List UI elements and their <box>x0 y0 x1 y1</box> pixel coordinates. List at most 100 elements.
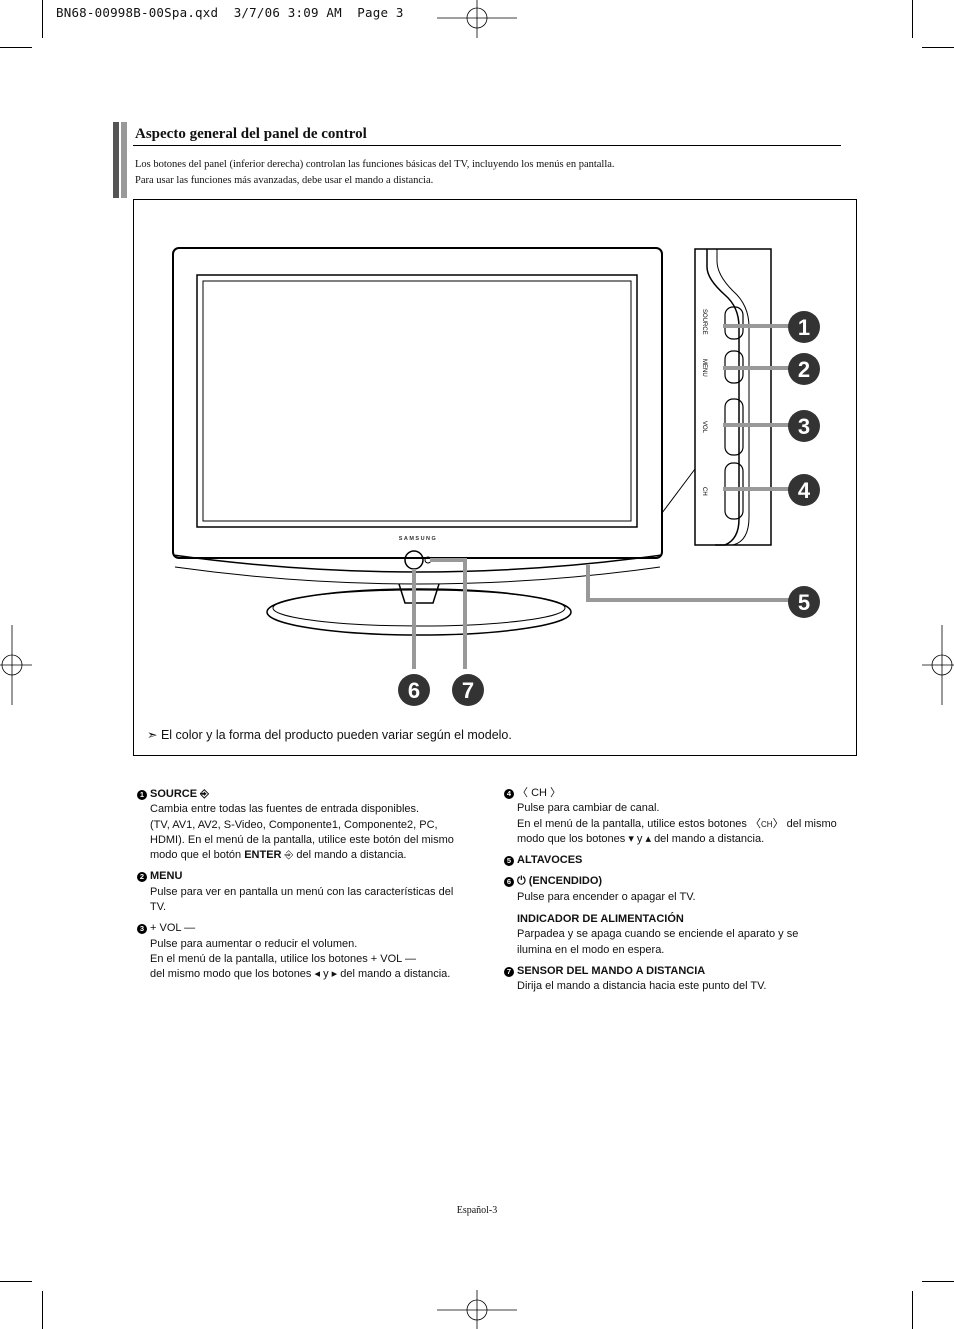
source-line-4a: modo que el botón <box>150 849 242 862</box>
right-descriptions: 4〈 CH 〉 Pulse para cambiar de canal. En … <box>504 786 864 1001</box>
speakers-title: ALTAVOCES <box>517 854 583 867</box>
ch-line-1: Pulse para cambiar de canal. <box>517 802 660 815</box>
desc-power: 6⏻ (ENCENDIDO) Pulse para encender o apa… <box>504 874 864 957</box>
enter-icon: ⎆ <box>284 849 294 862</box>
num-badge-1: 1 <box>137 790 147 800</box>
callout-2 <box>788 353 820 385</box>
print-file-header: BN68-00998B-00Spa.qxd 3/7/06 3:09 AM Pag… <box>56 5 404 20</box>
callout-7 <box>452 674 484 706</box>
vol-line-3: del mismo modo que los botones ◂ y ▸ del… <box>150 967 482 982</box>
section-accent-bar-light <box>121 122 127 198</box>
title-rule <box>133 145 841 146</box>
side-label-vol: VOL <box>701 421 707 434</box>
vol-title: VOL <box>159 922 182 935</box>
num-badge-3: 3 <box>137 924 147 935</box>
note-arrow-icon: ➣ <box>147 728 161 742</box>
vol-inline-label: VOL <box>380 952 402 965</box>
callout-2-label: 2 <box>798 357 810 382</box>
section-title: Aspecto general del panel de control <box>135 126 367 142</box>
power-line-1: Pulse para encender o apagar el TV. <box>517 890 696 903</box>
figure-note: ➣ El color y la forma del producto puede… <box>147 727 512 742</box>
enter-label: ENTER <box>244 849 282 862</box>
plus-icon-inline: + <box>370 952 378 965</box>
minus-icon: — <box>184 922 196 935</box>
ch-inline-label: CH <box>761 819 773 829</box>
num-badge-6: 6 <box>504 877 514 888</box>
remote-sensor-line-1: Dirija el mando a distancia hacia este p… <box>517 980 767 993</box>
chevron-left-icon: 〈 <box>517 787 528 799</box>
callout-5-label: 5 <box>798 590 810 615</box>
side-label-ch: CH <box>701 487 707 496</box>
vol-line-1: Pulse para aumentar o reducir el volumen… <box>150 937 358 950</box>
ch-line-3c: del mando a distancia. <box>654 832 765 845</box>
callout-4-label: 4 <box>798 478 811 503</box>
callout-3 <box>788 410 820 442</box>
vol-line-3a: del mismo modo que los botones <box>150 968 312 981</box>
source-icon: ⎆ <box>200 788 209 800</box>
plus-icon: + <box>150 922 157 935</box>
num-badge-2: 2 <box>137 872 147 883</box>
callout-6-label: 6 <box>408 678 420 703</box>
source-line-4c: del mando a distancia. <box>296 849 407 862</box>
side-label-menu: MENU <box>701 359 707 377</box>
source-title: SOURCE <box>150 788 198 800</box>
source-line-2: (TV, AV1, AV2, S-Video, Componente1, Com… <box>150 818 438 831</box>
source-line-1: Cambia entre todas las fuentes de entrad… <box>150 803 420 816</box>
ch-line-2: En el menú de la pantalla, utilice estos… <box>517 817 864 832</box>
left-arrow-icon: ◂ <box>314 968 321 981</box>
power-indicator-line-1: Parpadea y se apaga cuando se enciende e… <box>517 928 799 941</box>
minus-icon-inline: — <box>404 952 416 965</box>
ch-line-3a: modo que los botones <box>517 832 626 845</box>
num-badge-4: 4 <box>504 789 514 799</box>
vol-line-2a: En el menú de la pantalla, utilice los b… <box>150 952 368 965</box>
num-badge-5: 5 <box>504 856 514 867</box>
ch-line-2c: del mismo <box>786 817 837 830</box>
brand-logo: SAMSUNG <box>399 536 438 542</box>
vol-line-3c: del mando a distancia. <box>340 968 451 981</box>
down-arrow-icon: ▾ <box>628 832 634 845</box>
note-text: El color y la forma del producto pueden … <box>160 728 512 742</box>
desc-vol: 3+ VOL — Pulse para aumentar o reducir e… <box>137 921 482 982</box>
chevron-left-icon-inline: 〈 <box>750 817 761 830</box>
section-intro: Los botones del panel (inferior derecha)… <box>135 157 835 188</box>
menu-line-1: Pulse para ver en pantalla un menú con l… <box>150 885 454 898</box>
callout-1-label: 1 <box>798 315 810 340</box>
callout-4 <box>788 474 820 506</box>
desc-ch: 4〈 CH 〉 Pulse para cambiar de canal. En … <box>504 786 864 847</box>
power-icon: ⏻ <box>517 875 526 888</box>
right-arrow-icon: ▸ <box>331 968 338 981</box>
power-indicator-line-2: ilumina en el modo en espera. <box>517 943 665 956</box>
page-number: Español-3 <box>456 1205 498 1216</box>
menu-line-2: TV. <box>150 901 167 914</box>
intro-line-2: Para usar las funciones más avanzadas, d… <box>135 174 434 186</box>
power-indicator-title: INDICADOR DE ALIMENTACIÓN <box>517 913 684 926</box>
callout-7-label: 7 <box>462 678 474 703</box>
ch-title: CH <box>531 787 547 799</box>
ch-line-3b: y <box>636 832 643 845</box>
vol-line-3b: y <box>323 968 329 981</box>
ch-line-3: modo que los botones ▾ y ▴ del mando a d… <box>517 832 864 847</box>
side-label-source: SOURCE <box>701 309 707 335</box>
control-panel-figure <box>133 199 857 756</box>
vol-line-2: En el menú de la pantalla, utilice los b… <box>150 952 482 967</box>
menu-title: MENU <box>150 870 183 883</box>
intro-line-1: Los botones del panel (inferior derecha)… <box>135 159 615 170</box>
source-line-3: HDMI). En el menú de la pantalla, utilic… <box>150 833 454 846</box>
chevron-right-icon: 〉 <box>550 787 562 799</box>
callout-1 <box>788 311 820 343</box>
up-arrow-icon: ▴ <box>645 832 651 845</box>
power-title: (ENCENDIDO) <box>528 875 603 888</box>
num-badge-7: 7 <box>504 966 514 977</box>
callout-6 <box>398 674 430 706</box>
callout-5 <box>788 586 820 618</box>
ch-line-2a: En el menú de la pantalla, utilice estos… <box>517 817 747 830</box>
tv-illustration: SOURCE MENU VOL CH SAMSUNG 1 2 3 4 5 6 7 <box>172 247 820 706</box>
chevron-right-icon-inline: 〉 <box>772 817 784 830</box>
section-accent-bar <box>113 122 119 198</box>
remote-sensor-title: SENSOR DEL MANDO A DISTANCIA <box>517 964 706 977</box>
